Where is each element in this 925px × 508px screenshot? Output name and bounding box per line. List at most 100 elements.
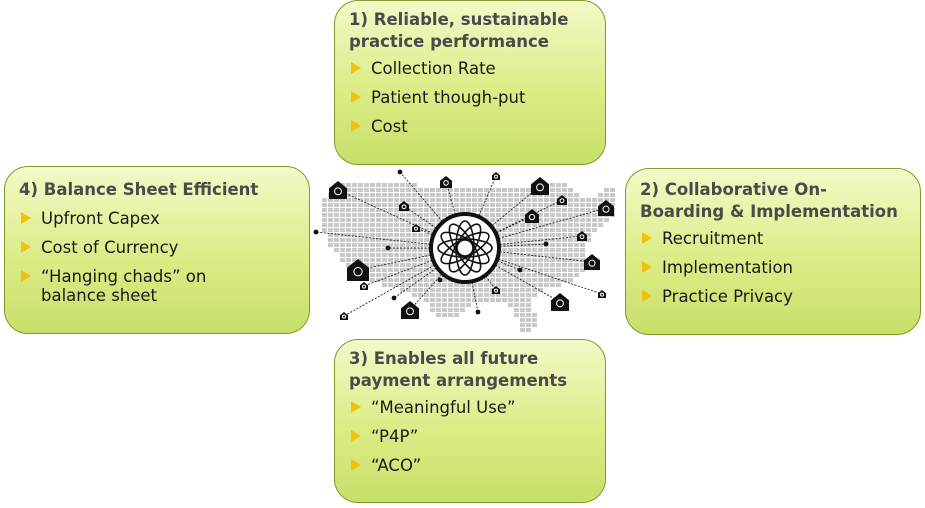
map-cell [466, 293, 471, 297]
practice-house-icon [475, 309, 481, 315]
list-item-label: “ACO” [371, 456, 422, 475]
map-cell [400, 228, 405, 232]
map-cell [526, 328, 531, 332]
map-cell [370, 208, 375, 212]
map-cell [586, 223, 591, 227]
map-cell [454, 203, 459, 207]
map-cell [352, 208, 357, 212]
map-cell [394, 213, 399, 217]
map-cell [412, 233, 417, 237]
map-cell [328, 243, 333, 247]
map-cell [388, 283, 393, 287]
map-cell [526, 313, 531, 317]
map-cell [574, 248, 579, 252]
map-cell [436, 293, 441, 297]
map-cell [496, 278, 501, 282]
map-cell [382, 238, 387, 242]
map-cell [538, 253, 543, 257]
map-cell [400, 238, 405, 242]
map-cell [406, 263, 411, 267]
map-cell [430, 263, 435, 267]
map-cell [346, 218, 351, 222]
map-cell [544, 263, 549, 267]
map-cell [526, 193, 531, 197]
map-cell [334, 228, 339, 232]
map-cell [430, 273, 435, 277]
map-cell [562, 253, 567, 257]
map-cell [568, 273, 573, 277]
map-cell [544, 258, 549, 262]
map-cell [364, 193, 369, 197]
map-cell [460, 188, 465, 192]
map-cell [538, 248, 543, 252]
map-cell [352, 258, 357, 262]
map-cell [388, 193, 393, 197]
map-cell [562, 273, 567, 277]
map-cell [442, 313, 447, 317]
box-title-line2: practice performance [349, 32, 549, 51]
map-cell [550, 198, 555, 202]
practice-house-icon [412, 224, 420, 232]
map-cell [322, 198, 327, 202]
map-cell [550, 243, 555, 247]
map-cell [394, 243, 399, 247]
triangle-bullet-icon [351, 459, 361, 471]
map-cell [520, 268, 525, 272]
map-cell [508, 198, 513, 202]
map-cell [370, 268, 375, 272]
triangle-bullet-icon [351, 91, 361, 103]
map-cell [322, 218, 327, 222]
map-cell [322, 203, 327, 207]
map-cell [466, 198, 471, 202]
map-cell [430, 278, 435, 282]
map-cell [448, 283, 453, 287]
map-cell [412, 273, 417, 277]
map-cell [442, 278, 447, 282]
map-cell [526, 298, 531, 302]
map-cell [358, 258, 363, 262]
map-cell [454, 293, 459, 297]
map-cell [352, 193, 357, 197]
map-cell [514, 298, 519, 302]
map-cell [478, 298, 483, 302]
map-cell [352, 243, 357, 247]
map-cell [520, 203, 525, 207]
map-cell [412, 193, 417, 197]
map-cell [592, 208, 597, 212]
map-cell [394, 228, 399, 232]
map-cell [544, 268, 549, 272]
map-cell [568, 198, 573, 202]
map-cell [520, 188, 525, 192]
map-cell [418, 208, 423, 212]
map-cell [502, 288, 507, 292]
map-cell [556, 208, 561, 212]
map-cell [574, 263, 579, 267]
map-cell [412, 263, 417, 267]
map-cell [460, 308, 465, 312]
map-cell [442, 208, 447, 212]
map-cell [406, 238, 411, 242]
map-cell [592, 218, 597, 222]
map-cell [364, 233, 369, 237]
map-cell [406, 233, 411, 237]
map-cell [406, 283, 411, 287]
map-cell [358, 253, 363, 257]
practice-house-icon [313, 229, 319, 235]
practice-house-icon [340, 312, 348, 320]
box-title-line1: 3) Enables all future [349, 349, 539, 368]
map-cell [424, 298, 429, 302]
map-cell [376, 243, 381, 247]
map-cell [550, 238, 555, 242]
map-cell [352, 218, 357, 222]
map-cell [586, 203, 591, 207]
practice-house-icon [551, 293, 569, 311]
list-item: “P4P” [349, 427, 591, 446]
map-cell [562, 228, 567, 232]
list-item-label: “Hanging chads” on balance sheet [41, 267, 207, 305]
list-item: Practice Privacy [640, 287, 906, 306]
map-cell [574, 203, 579, 207]
list-item-label: Cost [371, 117, 408, 136]
map-cell [544, 283, 549, 287]
map-cell [502, 238, 507, 242]
map-cell [514, 238, 519, 242]
